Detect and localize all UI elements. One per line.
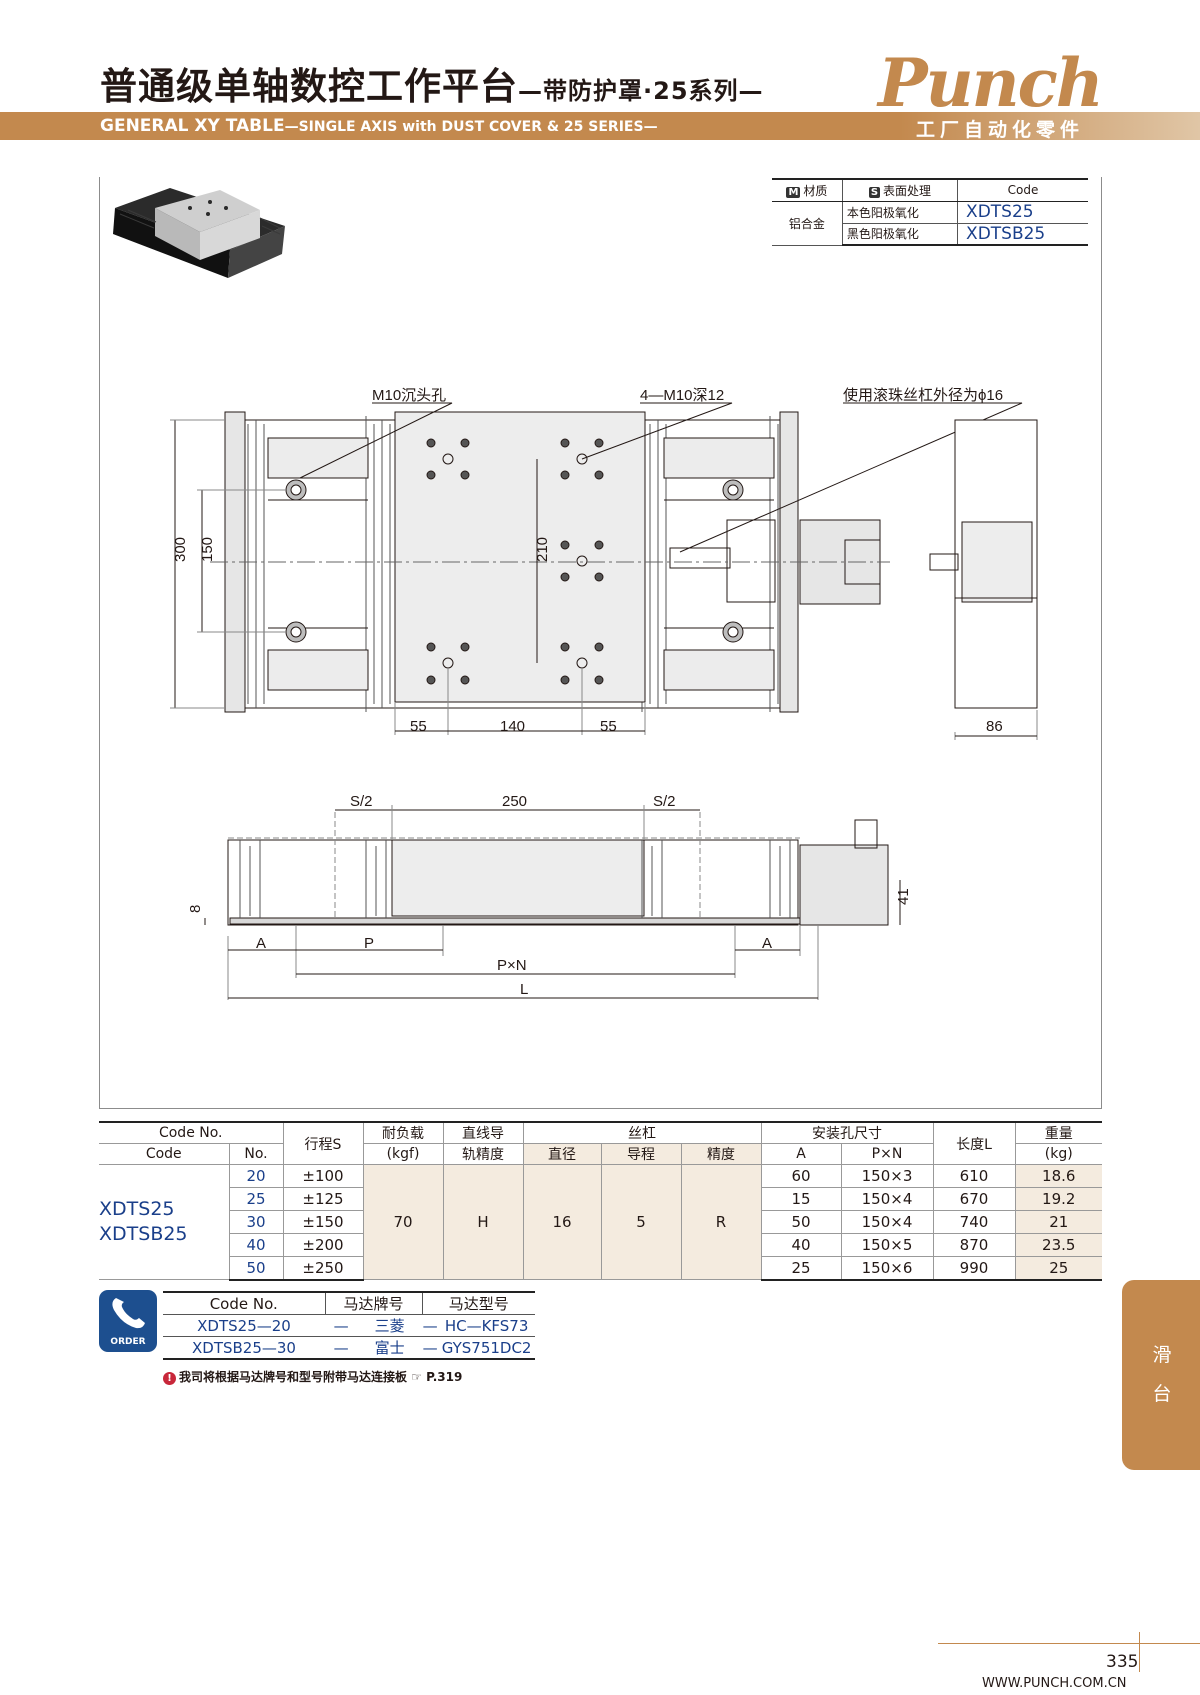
product-photo bbox=[113, 188, 285, 278]
dim-a-right: A bbox=[762, 935, 772, 952]
col-weight: 重量 bbox=[1015, 1121, 1102, 1144]
dim-210: 210 bbox=[534, 537, 551, 562]
footer-rule-vertical bbox=[1139, 1632, 1140, 1672]
logo-subtitle: 工厂自动化零件 bbox=[916, 119, 1085, 141]
dim-140: 140 bbox=[500, 718, 525, 735]
dim-55b: 55 bbox=[600, 718, 617, 735]
label-tapped: 4—M10深12 bbox=[640, 387, 724, 404]
page-title-en: GENERAL XY TABLE—SINGLE AXIS with DUST C… bbox=[100, 116, 658, 136]
order-row: XDTSB25—30 — 富士 — GYS751DC2 bbox=[163, 1336, 535, 1360]
table-row: 25 ±125 15 150×4 670 19.2 bbox=[99, 1187, 1102, 1211]
footer-rule bbox=[938, 1643, 1200, 1644]
title-bar bbox=[0, 112, 1200, 140]
col-length: 长度L bbox=[933, 1121, 1016, 1165]
technical-drawing: M10沉头孔 4—M10深12 使用滚珠丝杠外径为ϕ16 300 150 210… bbox=[170, 387, 1038, 1000]
label-ballscrew: 使用滚珠丝杠外径为ϕ16 bbox=[843, 387, 1003, 404]
col-mount: 安装孔尺寸 bbox=[761, 1121, 934, 1144]
punch-logo: Punch bbox=[878, 44, 1104, 122]
dim-s2b: S/2 bbox=[653, 793, 676, 810]
dim-l: L bbox=[520, 981, 528, 998]
material-value: 铝合金 bbox=[772, 201, 843, 246]
dim-s2a: S/2 bbox=[350, 793, 373, 810]
page-title-cn: 普通级单轴数控工作平台—带防护罩·25系列— bbox=[100, 65, 764, 108]
motor-plate-note: !我司将根据马达牌号和型号附带马达连接板 ☞ P.319 bbox=[163, 1368, 462, 1385]
dim-55a: 55 bbox=[410, 718, 427, 735]
dim-86: 86 bbox=[986, 718, 1003, 735]
dim-a-left: A bbox=[256, 935, 266, 952]
dim-p: P bbox=[364, 935, 374, 952]
dim-250: 250 bbox=[502, 793, 527, 810]
code-xdtsb25: XDTSB25 bbox=[957, 223, 1088, 246]
col-screw: 丝杠 bbox=[523, 1121, 762, 1144]
table-row: 30 ±150 50 150×4 740 21 bbox=[99, 1210, 1102, 1234]
pointing-hand-icon: ☞ bbox=[411, 1370, 427, 1384]
page-number: 335 bbox=[1106, 1652, 1139, 1672]
note-page-ref[interactable]: P.319 bbox=[426, 1370, 463, 1384]
code-xdts25: XDTS25 bbox=[957, 201, 1088, 224]
footer-url: WWW.PUNCH.COM.CN bbox=[982, 1676, 1127, 1691]
dim-150: 150 bbox=[199, 537, 216, 562]
phone-icon bbox=[112, 1298, 145, 1329]
order-row: XDTS25—20 — 三菱 — HC—KFS73 bbox=[163, 1314, 535, 1337]
material-badge: M bbox=[786, 186, 801, 198]
dim-pxn: P×N bbox=[497, 957, 527, 974]
order-table: Code No. 马达牌号 马达型号 XDTS25—20 — 三菱 — HC—K… bbox=[163, 1291, 535, 1360]
col-codeno: Code No. bbox=[99, 1121, 284, 1144]
table-row: 50 ±250 25 150×6 990 25 bbox=[99, 1256, 1102, 1281]
col-guide: 直线导 bbox=[443, 1121, 524, 1144]
spec-table: Code No. 行程S 耐负载 直线导 丝杠 安装孔尺寸 长度L 重量 Cod… bbox=[99, 1121, 1102, 1281]
order-icon: ORDER bbox=[99, 1290, 157, 1352]
label-counterbore: M10沉头孔 bbox=[372, 387, 446, 404]
surface-badge: S bbox=[868, 186, 881, 198]
info-icon: ! bbox=[163, 1372, 176, 1385]
drawing-frame bbox=[99, 177, 1102, 1109]
col-load: 耐负载 bbox=[363, 1121, 444, 1144]
col-stroke: 行程S bbox=[283, 1121, 364, 1165]
table-row: 40 ±200 40 150×5 870 23.5 bbox=[99, 1233, 1102, 1257]
section-tab[interactable]: 滑 台 bbox=[1122, 1280, 1200, 1470]
dim-8: 8 bbox=[187, 905, 204, 913]
dim-41: 41 bbox=[895, 888, 912, 905]
dim-300: 300 bbox=[172, 537, 189, 562]
